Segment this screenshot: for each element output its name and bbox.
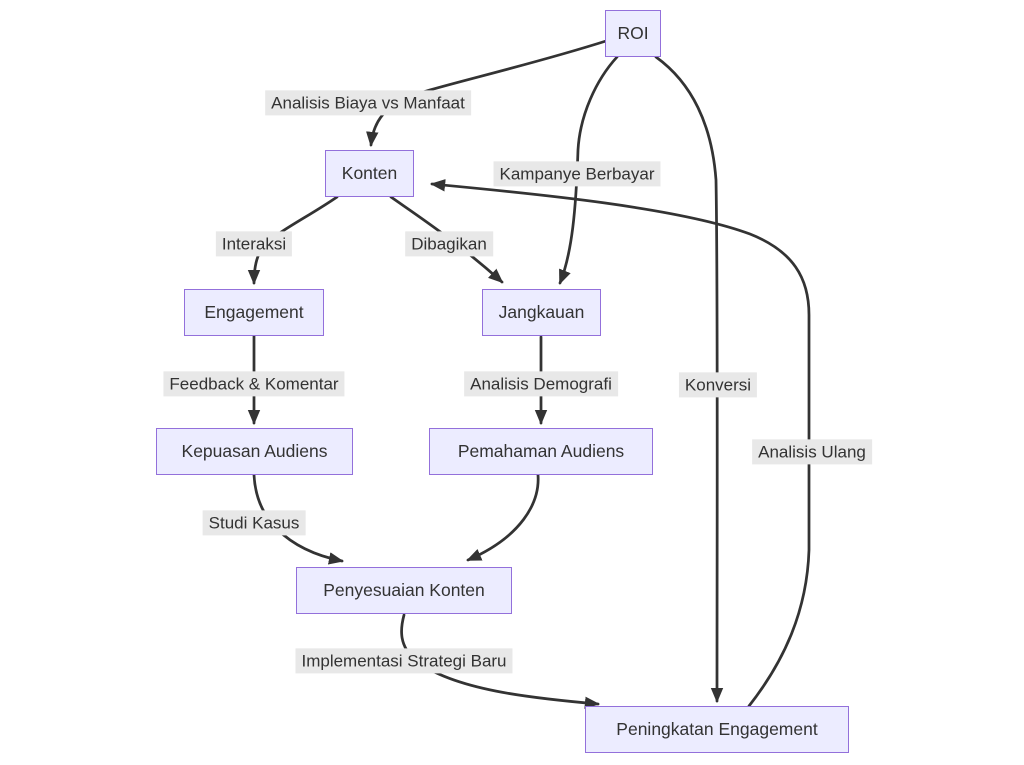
node-kepuasan-audiens-label: Kepuasan Audiens [181,441,328,461]
edge-roi-konten [366,39,608,147]
node-konten: Konten [325,150,414,197]
node-konten-label: Konten [341,163,398,183]
edge-peningkatan-engagement-konten [430,179,811,708]
edge-label-interaksi: Interaksi [215,231,293,257]
edge-label-konversi: Konversi [678,372,758,398]
edge-label-analisis-demografi: Analisis Demografi [464,371,618,397]
node-roi-label: ROI [617,23,649,43]
edge-label-implementasi-strategi-baru: Implementasi Strategi Baru [295,648,513,674]
edge-pemahaman-audiens-penyesuaian-konten [466,473,540,562]
edge-label-analisis-ulang: Analisis Ulang [752,439,872,465]
node-kepuasan-audiens: Kepuasan Audiens [156,428,353,475]
node-pemahaman-audiens: Pemahaman Audiens [429,428,653,475]
node-jangkauan-label: Jangkauan [498,302,585,322]
edge-roi-peningkatan-engagement [654,55,724,703]
node-penyesuaian-konten-label: Penyesuaian Konten [323,580,485,600]
node-jangkauan: Jangkauan [482,289,601,336]
edge-label-analisis-biaya-vs-manfaat: Analisis Biaya vs Manfaat [265,90,471,116]
node-peningkatan-engagement-label: Peningkatan Engagement [616,719,818,739]
edge-label-dibagikan: Dibagikan [405,231,493,257]
edge-konten-jangkauan [389,195,504,284]
node-penyesuaian-konten: Penyesuaian Konten [296,567,512,614]
edge-label-feedback-komentar: Feedback & Komentar [163,371,345,397]
node-engagement-label: Engagement [204,302,304,322]
edge-roi-jangkauan [558,55,619,285]
node-engagement: Engagement [184,289,324,336]
node-roi: ROI [605,10,661,57]
node-peningkatan-engagement: Peningkatan Engagement [585,706,849,753]
edge-label-studi-kasus: Studi Kasus [202,510,306,536]
node-pemahaman-audiens-label: Pemahaman Audiens [457,441,625,461]
edge-label-kampanye-berbayar: Kampanye Berbayar [493,161,661,187]
